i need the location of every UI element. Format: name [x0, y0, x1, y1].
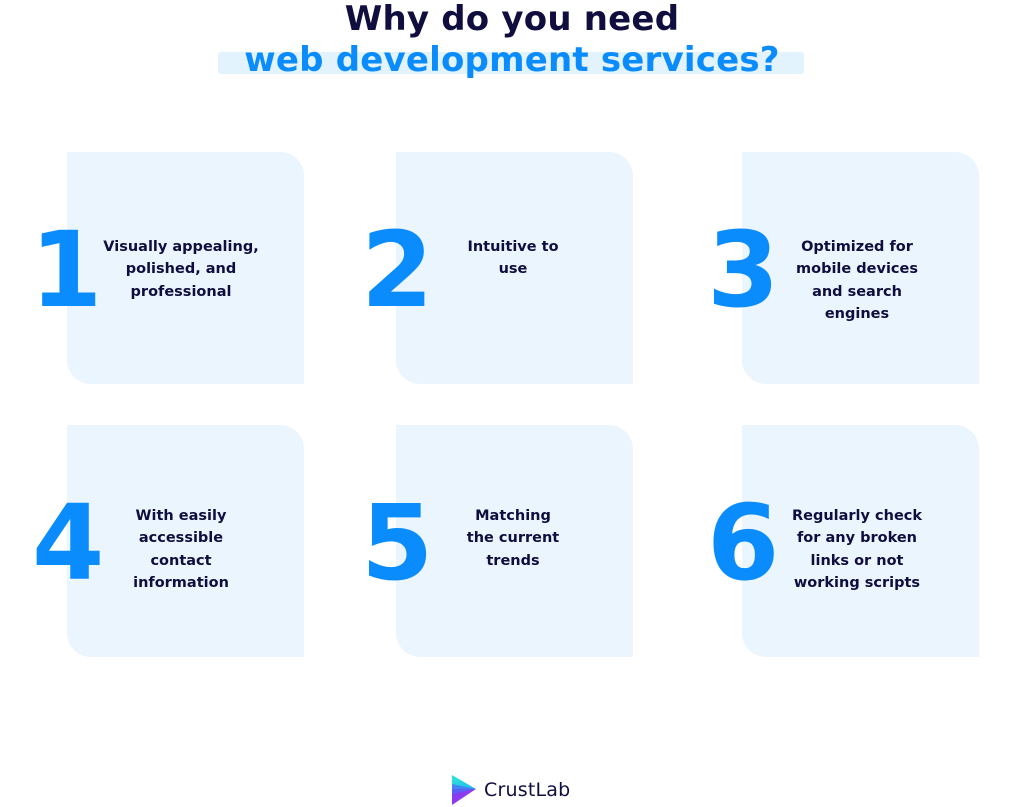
card-text-line: links or not	[810, 552, 904, 569]
card-text-line: engines	[824, 305, 890, 322]
reason-card-1: 1 Visually appealing, polished, and prof…	[30, 152, 350, 384]
card-text-line: use	[498, 261, 528, 278]
card-text: Optimized for mobile devices and search …	[762, 236, 952, 325]
card-text-line: Matching	[475, 508, 551, 524]
card-number: 4	[32, 482, 104, 604]
card-number: 3	[707, 209, 779, 331]
card-text-line: mobile devices	[796, 261, 918, 278]
card-background	[67, 152, 304, 384]
crustlab-play-logo-icon	[452, 775, 476, 805]
reason-card-2: 2 Intuitive to use	[359, 152, 679, 384]
card-background	[396, 152, 633, 384]
reason-card-6: 6 Regularly check for any broken links o…	[705, 425, 1024, 657]
card-text-line: professional	[130, 283, 232, 300]
reason-card-3: 3 Optimized for mobile devices and searc…	[705, 152, 1024, 384]
card-text-line: working scripts	[793, 574, 921, 591]
card-text: Regularly check for any broken links or …	[762, 505, 952, 594]
title-highlight-bar	[218, 52, 804, 74]
logo-text: CrustLab	[484, 779, 571, 801]
card-text: Intuitive to use	[418, 236, 608, 281]
card-text-line: polished, and	[125, 261, 237, 278]
card-background	[742, 425, 979, 657]
card-text-line: Intuitive to	[467, 239, 559, 255]
card-text-line: and search	[812, 283, 902, 300]
card-background	[67, 425, 304, 657]
card-text-line: Visually appealing,	[103, 239, 259, 255]
card-text-line: contact	[150, 552, 212, 569]
card-text-line: trends	[486, 552, 540, 569]
card-text: With easily accessible contact informati…	[86, 505, 276, 594]
card-text: Visually appealing, polished, and profes…	[86, 236, 276, 303]
card-text: Matching the current trends	[418, 505, 608, 572]
card-background	[742, 152, 979, 384]
reason-card-5: 5 Matching the current trends	[359, 425, 679, 657]
card-text-line: Regularly check	[791, 508, 923, 524]
card-background	[396, 425, 633, 657]
card-number: 5	[361, 482, 433, 604]
crustlab-logo: CrustLab	[452, 774, 570, 806]
card-text-line: the current	[466, 530, 560, 547]
page-title-line2: web development services?	[244, 40, 780, 80]
card-text-line: information	[133, 574, 229, 591]
card-number: 2	[361, 209, 433, 331]
card-text-line: Optimized for	[801, 239, 913, 255]
card-text-line: accessible	[138, 530, 224, 547]
card-text-line: for any broken	[797, 530, 917, 547]
card-number: 6	[707, 482, 779, 604]
page-title-line1: Why do you need	[344, 0, 680, 39]
card-number: 1	[30, 209, 102, 331]
card-text-line: With easily	[135, 508, 227, 524]
reason-card-4: 4 With easily accessible contact informa…	[30, 425, 350, 657]
